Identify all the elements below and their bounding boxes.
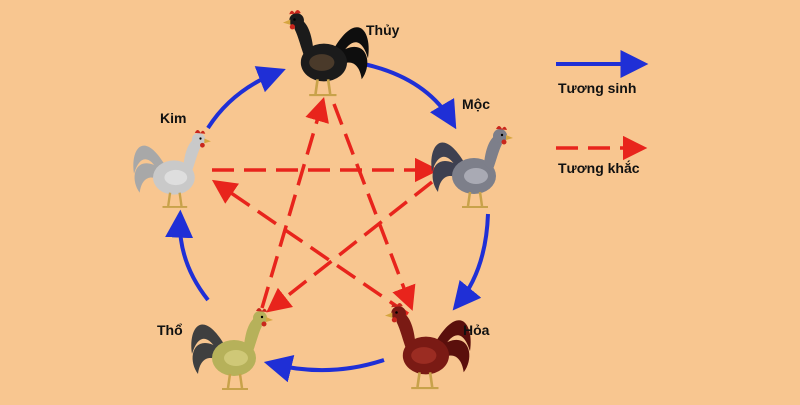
rooster-moc <box>431 126 513 208</box>
arrow-thuy-to-hoa <box>332 103 416 311</box>
legend-generating-label: Tương sinh <box>558 80 637 96</box>
arrow-moc-to-tho <box>266 180 434 313</box>
rooster-tho <box>191 308 273 390</box>
generating-arrows <box>165 62 490 383</box>
arrow-hoa-to-tho <box>263 354 385 383</box>
arrow-tho-to-kim <box>165 209 210 302</box>
label-tho: Thổ <box>157 322 183 338</box>
label-kim: Kim <box>160 110 187 126</box>
legend <box>556 50 649 161</box>
arrow-hoa-to-kim <box>211 179 409 316</box>
label-thuy: Thủy <box>366 22 400 38</box>
arrow-moc-to-hoa <box>452 213 490 311</box>
rooster-thuy <box>282 10 369 97</box>
arrow-kim-to-thuy <box>206 66 286 130</box>
legend-overcoming-label: Tương khắc <box>558 160 640 176</box>
arrow-thuy-to-moc <box>363 62 457 130</box>
roosters <box>133 10 513 390</box>
arrow-tho-to-thuy <box>260 96 329 309</box>
label-moc: Mộc <box>462 96 490 112</box>
rooster-kim <box>133 130 211 208</box>
rooster-hoa <box>384 303 471 390</box>
label-hoa: Hỏa <box>463 322 490 338</box>
overcoming-arrows <box>211 96 440 316</box>
